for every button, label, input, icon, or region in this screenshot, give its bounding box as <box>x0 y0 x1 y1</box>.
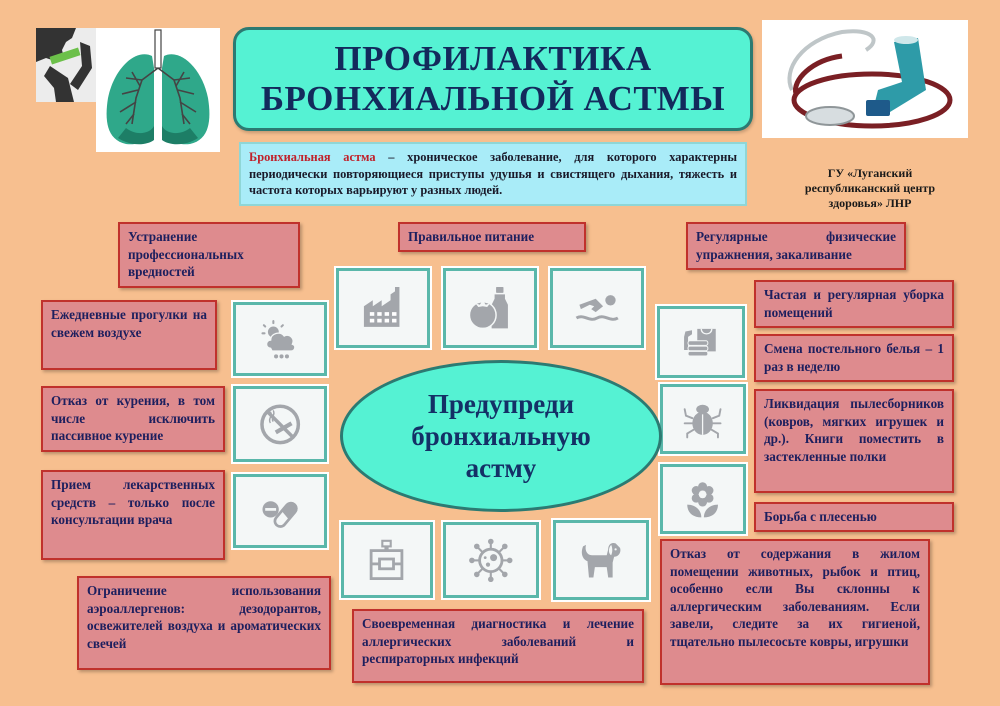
definition-box: Бронхиальная астма – хроническое заболев… <box>239 142 747 206</box>
bug-tile <box>660 384 746 454</box>
organization-name: ГУ «Луганский республиканский центр здор… <box>780 166 960 211</box>
dog-tile <box>553 520 649 600</box>
swimming-tile <box>550 268 644 348</box>
tip-dust: Ликвидация пылесборников (ковров, мягких… <box>754 389 954 493</box>
perfume-tile <box>341 522 433 598</box>
virus-tile <box>443 522 539 598</box>
tip-diagnostics: Своевременная диагностика и лечение алле… <box>352 609 644 683</box>
tip-medication: Прием лекарственных средств – только пос… <box>41 470 225 560</box>
cleaning-tile <box>657 306 745 378</box>
person-inhaler-image <box>36 28 96 102</box>
tip-mold: Борьба с плесенью <box>754 502 954 532</box>
tip-cleaning: Частая и регулярная уборка помещений <box>754 280 954 328</box>
flower-tile <box>660 464 746 534</box>
perfume-icon <box>370 539 404 580</box>
lungs-image <box>96 28 220 152</box>
slogan-line-3: астму <box>465 453 537 483</box>
cleaning-icon <box>683 328 716 357</box>
slogan-line-1: Предупреди <box>427 389 575 419</box>
swimming-icon <box>575 295 619 322</box>
pills-icon <box>262 501 298 529</box>
org-line-3: здоровья» ЛНР <box>828 196 912 210</box>
pills-tile <box>233 474 327 548</box>
no-smoking-tile <box>233 386 327 462</box>
org-line-1: ГУ «Луганский <box>827 166 913 180</box>
org-line-2: республиканский центр <box>804 181 936 195</box>
factory-tile <box>336 268 430 348</box>
tip-exercise: Регулярные физические упражнения, закали… <box>686 222 906 270</box>
factory-icon <box>363 287 400 328</box>
weather-tile <box>233 302 327 376</box>
virus-icon <box>469 538 513 582</box>
tip-walks: Ежедневные прогулки на свежем воздухе <box>41 300 217 370</box>
food-tile <box>443 268 537 348</box>
flower-icon <box>687 481 719 517</box>
slogan-line-2: бронхиальную <box>411 421 591 451</box>
tip-smoking: Отказ от курения, в том числе исключить … <box>41 386 225 452</box>
tip-pets: Отказ от содержания в жилом помещении жи… <box>660 539 930 685</box>
food-icon <box>468 287 508 330</box>
title-line-1: ПРОФИЛАКТИКА <box>334 39 652 78</box>
tip-aeroallergens: Ограничение использования аэроаллергенов… <box>77 576 331 670</box>
tip-bedding: Смена постельного белья – 1 раз в неделю <box>754 334 954 382</box>
bug-icon <box>684 404 722 438</box>
page-title: ПРОФИЛАКТИКА БРОНХИАЛЬНОЙ АСТМЫ <box>233 27 753 131</box>
stethoscope-inhaler-image <box>762 20 968 138</box>
definition-term: Бронхиальная астма <box>249 150 376 164</box>
weather-icon <box>261 320 296 359</box>
no-smoking-icon <box>260 404 300 444</box>
definition-text: – хроническое заболевание, для которого … <box>249 150 738 197</box>
dog-icon <box>582 543 621 578</box>
tip-nutrition: Правильное питание <box>398 222 586 252</box>
title-line-2: БРОНХИАЛЬНОЙ АСТМЫ <box>260 79 726 118</box>
center-slogan: Предупреди бронхиальную астму <box>340 360 662 512</box>
tip-occupational: Устранение профессиональных вредностей <box>118 222 300 288</box>
